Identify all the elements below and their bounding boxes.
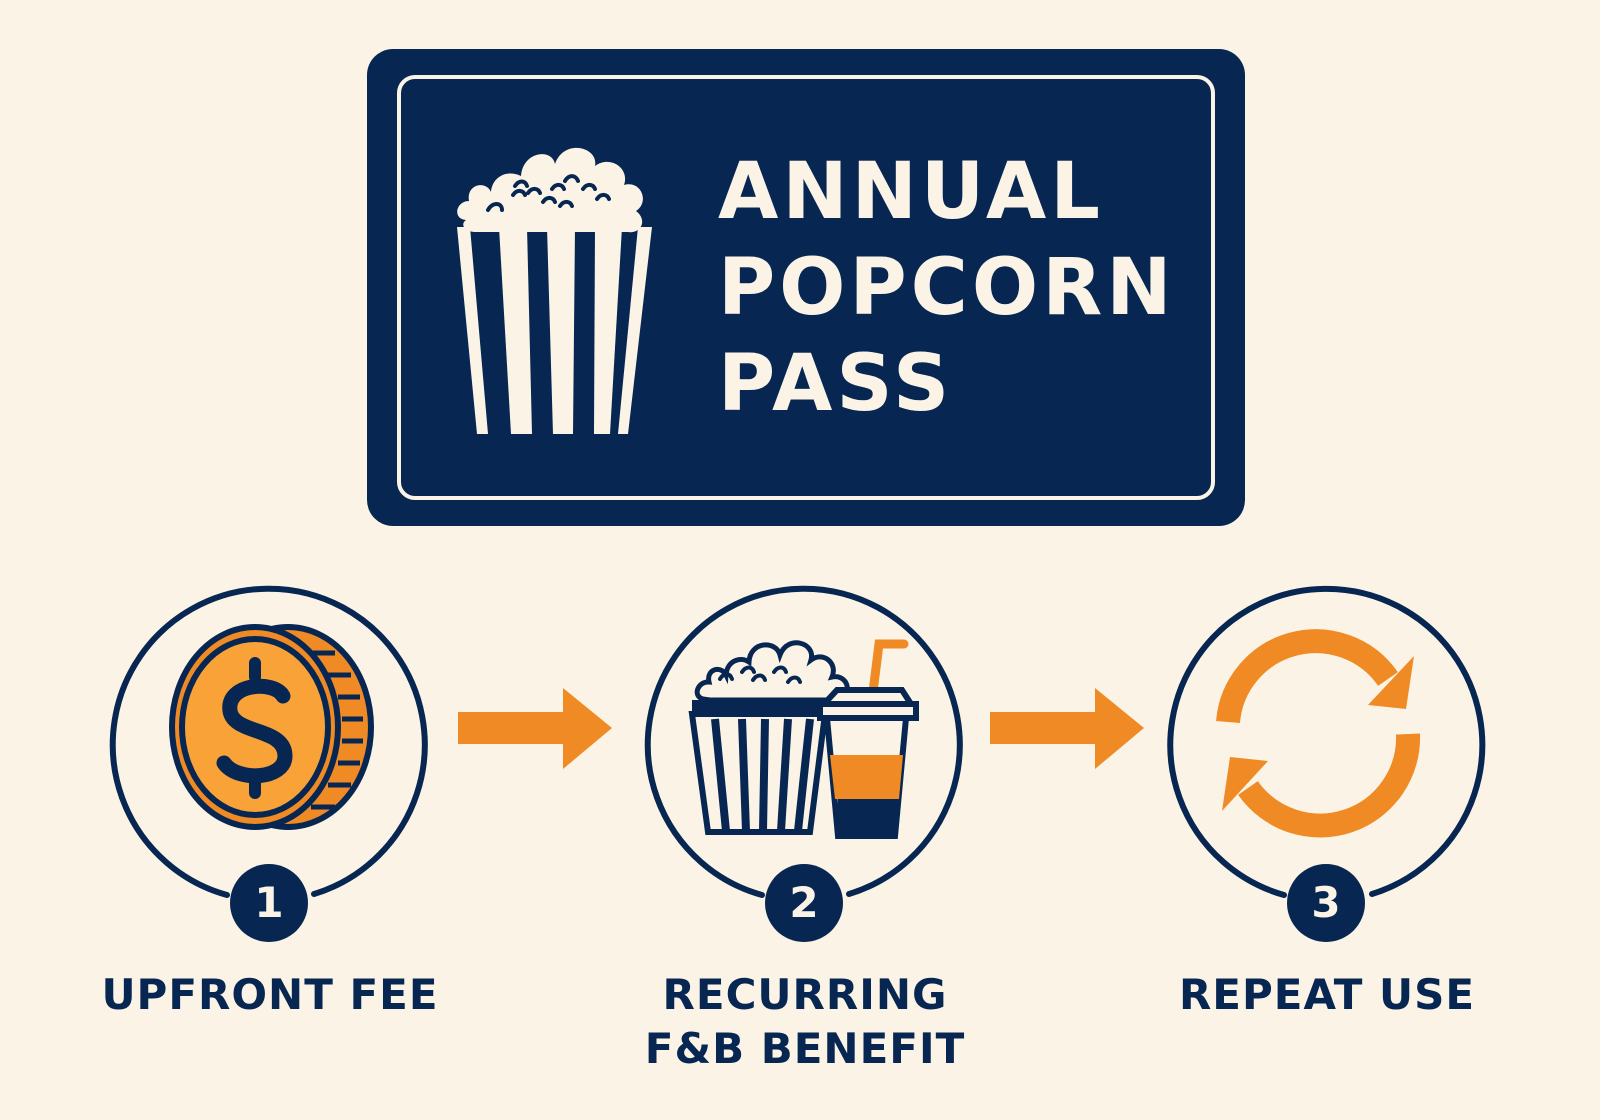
step-2-label: RECURRING F&B BENEFIT (595, 968, 1015, 1076)
step-1-ring (109, 585, 428, 898)
title-line-pass: PASS (718, 339, 954, 429)
banner-border (397, 75, 1215, 500)
popcorn-bucket-icon (457, 147, 652, 434)
step-1-number: 1 (230, 864, 308, 942)
step-2-label-line1: RECURRING (662, 970, 948, 1019)
step-3-ring (1167, 585, 1486, 898)
title-line-popcorn: POPCORN (718, 243, 1176, 333)
step-2-arrow (990, 688, 1144, 769)
dollar-coin-icon (169, 624, 374, 830)
step-1-arrow (458, 688, 612, 769)
step-2-ring (644, 585, 963, 898)
step-1-label: UPFRONT FEE (60, 968, 480, 1022)
step-2-number: 2 (765, 864, 843, 942)
step-1-label-line1: UPFRONT FEE (101, 970, 439, 1019)
step-2-label-line2: F&B BENEFIT (644, 1024, 966, 1073)
title-line-annual: ANNUAL (718, 147, 1104, 237)
step-3-number: 3 (1287, 864, 1365, 942)
step-3-label-line1: REPEAT USE (1178, 970, 1476, 1019)
popcorn-and-drink-icon (688, 639, 919, 839)
refresh-cycle-icon (1216, 629, 1421, 838)
step-3-label: REPEAT USE (1117, 968, 1537, 1022)
page-title: ANNUAL POPCORN PASS (718, 144, 1176, 432)
